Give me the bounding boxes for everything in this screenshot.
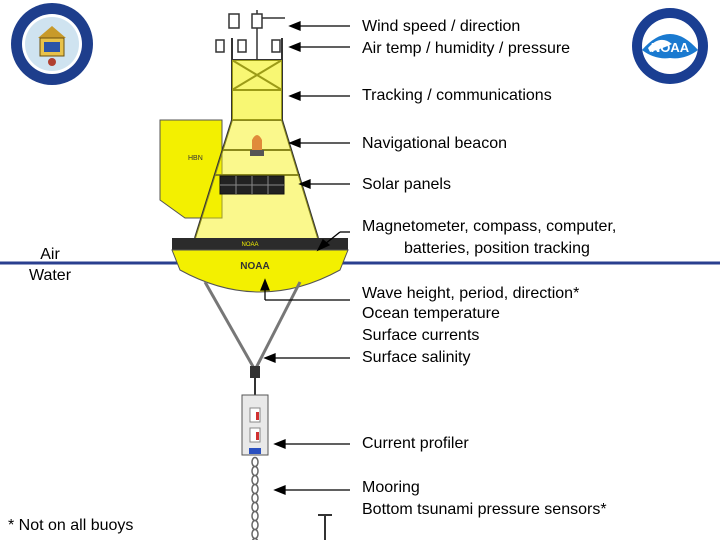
solar-panel-array: [219, 175, 285, 195]
chain-link: [251, 483, 259, 495]
label-salinity: Surface salinity: [362, 349, 471, 366]
label-ocean-temp: Ocean temperature: [362, 305, 500, 322]
beacon-light: [250, 135, 264, 156]
label-solar: Solar panels: [362, 176, 451, 193]
label-magnetometer-2: batteries, position tracking: [404, 240, 590, 257]
label-wind: Wind speed / direction: [362, 18, 521, 35]
label-tracking: Tracking / communications: [362, 87, 552, 104]
commerce-seal-icon: [11, 3, 93, 85]
mooring-chain: [251, 456, 259, 540]
chain-link: [251, 456, 259, 468]
flag-mark: HBN: [188, 155, 203, 162]
chain-link: [251, 519, 259, 531]
current-profiler-icon: [241, 394, 269, 456]
footnote: * Not on all buoys: [8, 517, 134, 534]
label-air: Air: [40, 246, 60, 263]
label-wave: Wave height, period, direction*: [362, 285, 580, 302]
noaa-logo-icon: NOAA: [632, 8, 708, 84]
label-profiler: Current profiler: [362, 435, 469, 452]
deck-noaa-text: NOAA: [241, 242, 258, 248]
callout-arrows: [260, 21, 350, 495]
sensor-mast: [215, 10, 285, 60]
label-air-temp: Air temp / humidity / pressure: [362, 40, 571, 57]
label-water: Water: [28, 267, 72, 284]
chain-link: [251, 510, 259, 522]
label-magnetometer-1: Magnetometer, compass, computer,: [362, 218, 617, 235]
mooring-bridle: [203, 281, 302, 371]
chain-link: [251, 528, 259, 540]
chain-link: [251, 465, 259, 477]
chain-link: [251, 501, 259, 513]
chain-link: [251, 537, 259, 540]
label-tsunami: Bottom tsunami pressure sensors*: [362, 501, 607, 518]
buoy-hull: [171, 249, 349, 293]
svg-text:NOAA: NOAA: [651, 40, 690, 55]
tower-panel: [232, 60, 282, 120]
label-mooring: Mooring: [362, 479, 420, 496]
buoy-deck: [172, 238, 348, 250]
bridle-shackle: [250, 366, 260, 378]
chain-link: [251, 474, 259, 486]
chain-link: [251, 492, 259, 504]
label-beacon: Navigational beacon: [362, 135, 507, 152]
hull-noaa-text: NOAA: [240, 261, 269, 272]
label-currents: Surface currents: [362, 327, 480, 344]
solar-flag: [159, 119, 223, 219]
